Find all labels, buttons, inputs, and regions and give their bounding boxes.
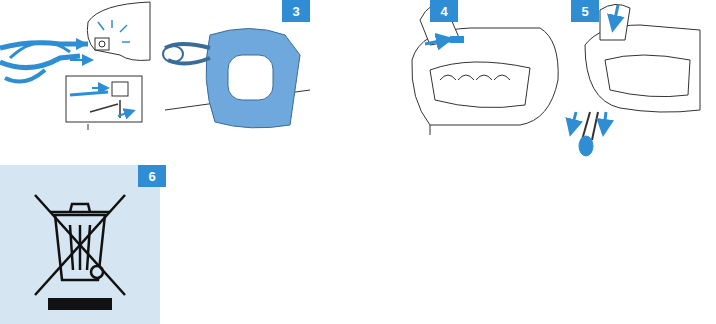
switch-on-figure <box>412 4 558 135</box>
callout-number: 4 <box>430 0 458 22</box>
callout-number: 5 <box>571 0 599 22</box>
callout-number: 6 <box>138 165 166 187</box>
insert-beaters-figure <box>0 2 150 130</box>
disposal-symbol <box>0 165 160 324</box>
eject-beaters-figure <box>572 4 700 156</box>
callout-number: 3 <box>282 0 310 22</box>
mixer-ready-figure <box>163 29 310 128</box>
